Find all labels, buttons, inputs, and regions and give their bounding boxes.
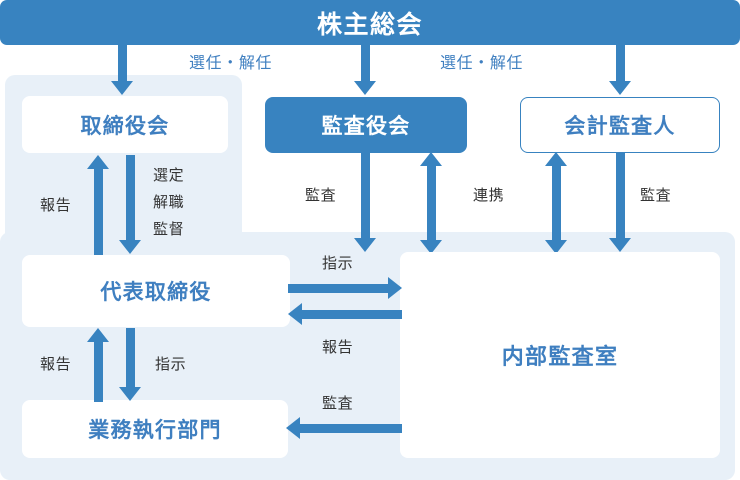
edge-label-instruct-to-business: 指示 — [155, 357, 187, 373]
edge-label-report-to-director: 報告 — [40, 357, 72, 373]
node-representative-director-label: 代表取締役 — [100, 281, 212, 304]
edge-label-appoint-dismiss-right: 選任・解任 — [440, 55, 524, 72]
node-business-execution[interactable]: 業務執行部門 — [22, 400, 288, 458]
edge-label-dismiss: 解職 — [153, 195, 185, 211]
node-accounting-auditor[interactable]: 会計監査人 — [520, 97, 720, 153]
edge-label-supervise: 監督 — [153, 222, 185, 238]
node-shareholders-meeting[interactable]: 株主総会 — [0, 0, 740, 45]
arrow-audit-from-asb — [354, 153, 376, 253]
arrow-cooperation-left — [420, 152, 442, 254]
edge-label-audit-from-asb: 監査 — [305, 188, 337, 204]
edge-label-report-from-internal-audit: 報告 — [322, 340, 354, 356]
edge-label-report-board: 報告 — [40, 198, 72, 214]
arrow-meeting-to-board — [111, 45, 133, 96]
node-internal-audit-office-label: 内部監査室 — [501, 344, 619, 369]
arrow-report-to-director — [87, 328, 109, 402]
edge-label-instruct-internal-audit: 指示 — [322, 256, 354, 272]
node-audit-supervisory-board-label: 監査役会 — [321, 115, 411, 138]
node-board-of-directors[interactable]: 取締役会 — [22, 96, 228, 153]
edge-label-select: 選定 — [153, 168, 185, 184]
node-shareholders-meeting-label: 株主総会 — [316, 10, 423, 39]
arrow-select-dismiss-supervise — [119, 155, 141, 255]
arrow-cooperation-right — [545, 152, 567, 254]
node-accounting-auditor-label: 会計監査人 — [564, 115, 676, 138]
arrow-report-from-internal-audit — [288, 303, 402, 325]
node-business-execution-label: 業務執行部門 — [88, 419, 222, 442]
arrow-audit-to-business — [286, 417, 402, 439]
node-internal-audit-office[interactable]: 内部監査室 — [400, 252, 720, 458]
arrow-meeting-to-audit-board — [354, 45, 376, 96]
arrow-instruct-to-business — [119, 328, 141, 402]
node-audit-supervisory-board[interactable]: 監査役会 — [265, 97, 467, 153]
arrow-report-to-board — [87, 155, 109, 255]
edge-label-cooperation: 連携 — [473, 188, 505, 204]
edge-label-audit-from-accounting: 監査 — [640, 188, 672, 204]
node-representative-director[interactable]: 代表取締役 — [22, 255, 290, 327]
arrow-meeting-to-accounting-auditor — [609, 45, 631, 96]
edge-label-audit-to-business: 監査 — [322, 396, 354, 412]
node-board-of-directors-label: 取締役会 — [80, 114, 170, 138]
arrow-instruct-to-internal-audit — [288, 277, 402, 299]
edge-label-appoint-dismiss-left: 選任・解任 — [189, 55, 273, 72]
arrow-audit-from-accounting-auditor — [609, 153, 631, 253]
